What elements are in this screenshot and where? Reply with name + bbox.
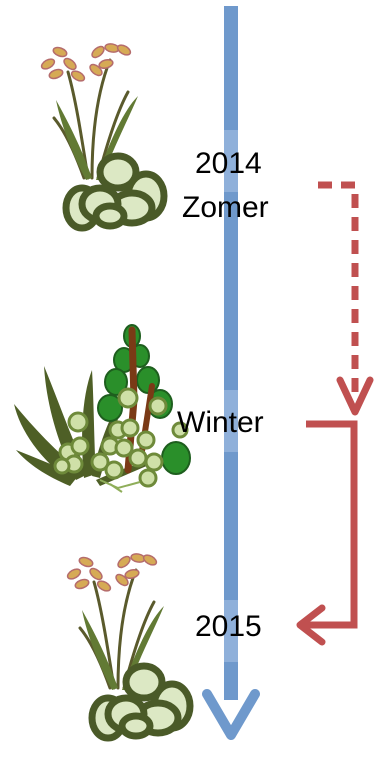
winter-vegetation	[14, 325, 190, 492]
label-winter: Winter	[177, 408, 264, 438]
winter-roots	[100, 480, 140, 492]
label-2015: 2015	[195, 612, 262, 642]
solid-transition-arrow	[300, 424, 354, 642]
flowering-plant-2015	[66, 553, 190, 738]
label-zomer: Zomer	[182, 193, 269, 223]
label-2014: 2014	[195, 149, 262, 179]
flowering-plant-2014	[40, 43, 164, 228]
plant-flowers	[40, 43, 132, 83]
dashed-transition-arrow	[318, 185, 370, 412]
